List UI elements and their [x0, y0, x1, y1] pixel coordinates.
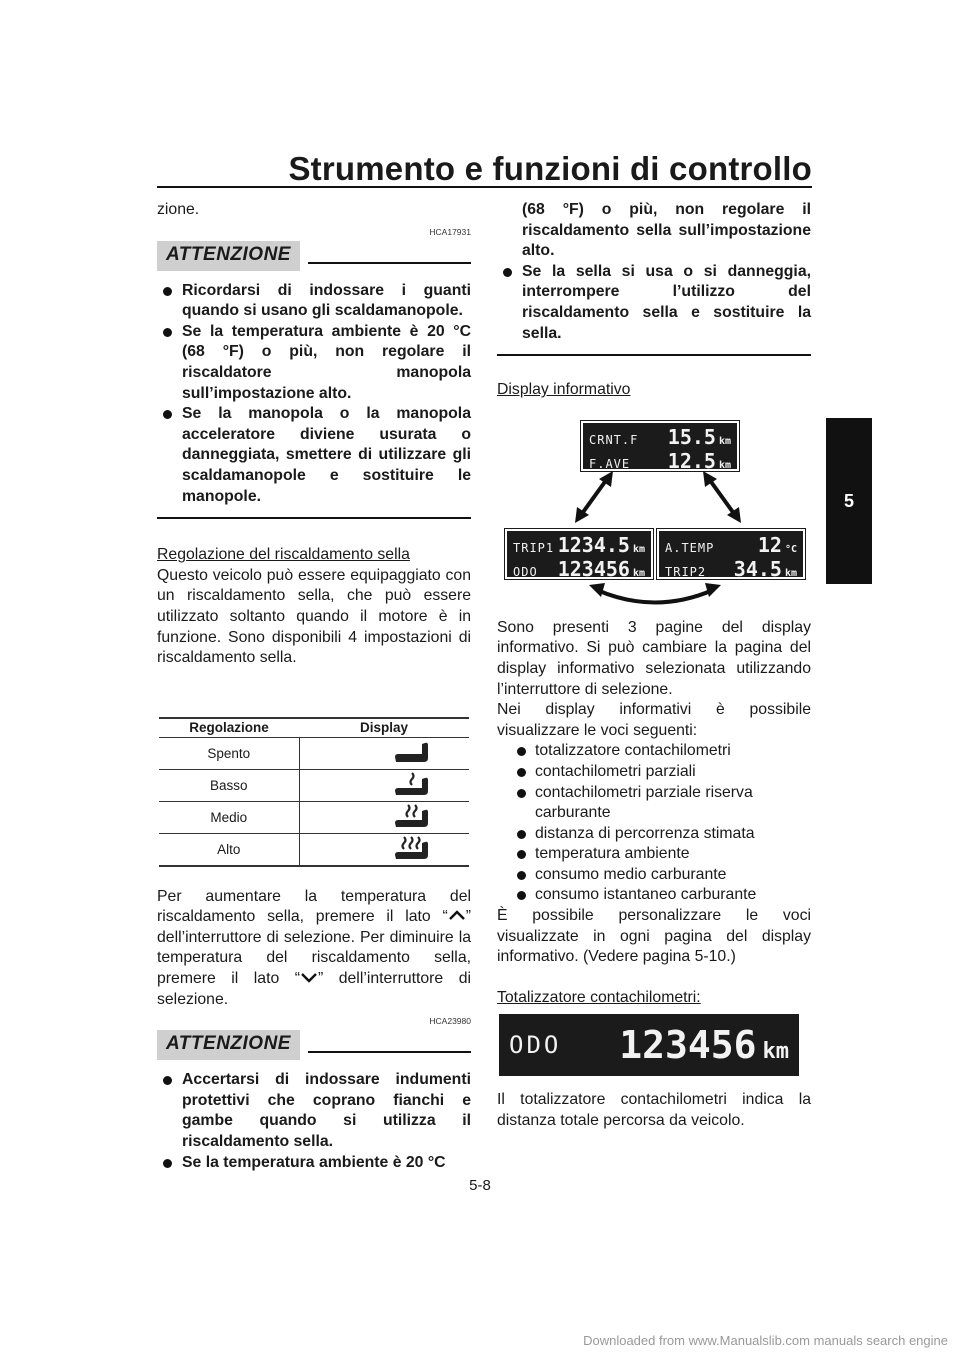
table-header: Display: [299, 716, 469, 738]
attention-box: ATTENZIONE: [157, 240, 471, 271]
table-row: Basso: [159, 769, 469, 802]
divider: [307, 1051, 471, 1054]
cycle-arrows: [575, 470, 741, 605]
screen-label: ODO: [509, 1031, 562, 1060]
chevron-down-icon: [301, 973, 317, 983]
table-cell: Spento: [159, 737, 300, 770]
screen-value: 123456: [557, 556, 630, 581]
section-heading: Display informativo: [497, 381, 631, 399]
screen-unit: km: [718, 459, 731, 471]
list-item: Se la sella si usa o si danneggia, inter…: [497, 262, 811, 344]
list-item: Ricordarsi di indossare i guanti quando …: [157, 281, 471, 322]
table-cell: [298, 801, 469, 834]
list-item: contachilometri parziale riserva carbura…: [497, 783, 811, 824]
list-item: consumo medio carburante: [497, 865, 811, 886]
screen-value: 1234.5: [557, 532, 630, 557]
display-items-list: totalizzatore contachilometri contachilo…: [497, 741, 811, 906]
screen-label: ODO: [513, 564, 538, 579]
table-cell: [298, 769, 469, 802]
screen-unit: km: [632, 543, 645, 555]
screen-label: TRIP2: [665, 564, 707, 579]
table-header: Regolazione: [159, 716, 300, 738]
paragraph: Per aumentare la temperatura del riscald…: [157, 887, 471, 1011]
screen-value: 15.5: [667, 424, 716, 449]
text-segment: ” dell’interruttore di selezione.: [157, 970, 471, 1008]
list-item: temperatura ambiente: [497, 844, 811, 865]
table-row: Alto: [159, 833, 469, 867]
page-number: 5-8: [469, 1177, 491, 1194]
table-cell: Basso: [159, 769, 300, 802]
left-column: zione. HCA17931 ATTENZIONE Ricordarsi di…: [157, 200, 471, 1173]
seat-heat-low-icon: [395, 772, 429, 796]
screen-unit: km: [762, 1039, 790, 1065]
list-item: consumo istantaneo carburante: [497, 885, 811, 906]
arrow-heads: [575, 470, 741, 597]
chevron-up-icon: [448, 910, 465, 921]
seat-heat-medium-icon: [395, 804, 429, 828]
list-item: Se la temperatura ambiente è 20 °C (68 °…: [157, 322, 471, 404]
paragraph: Nei display informativi è possibile visu…: [497, 701, 811, 739]
screen-value: 34.5: [733, 556, 782, 581]
screen-unit: km: [718, 435, 731, 447]
intro-text: zione.: [157, 201, 200, 218]
list-item: Se la manopola o la manopola accelerator…: [157, 404, 471, 507]
screen-label: CRNT.F: [589, 432, 639, 447]
screen-label: TRIP1: [513, 540, 555, 555]
header-rule: [157, 186, 812, 188]
section-heading: Totalizzatore contachilometri:: [497, 988, 701, 1006]
warning-code: HCA17931: [429, 226, 471, 237]
right-column: (68 °F) o più, non regolare il riscaldam…: [497, 200, 811, 1132]
table-cell: Medio: [159, 801, 300, 834]
divider: [307, 261, 471, 264]
divider: [497, 354, 811, 357]
list-item: totalizzatore contachilometri: [497, 741, 811, 762]
list-item: Accertarsi di indossare indumenti protet…: [157, 1070, 471, 1152]
page-title: Strumento e funzioni di controllo: [288, 150, 812, 187]
table-cell: Alto: [159, 833, 300, 867]
list-item: contachilometri parziali: [497, 762, 811, 783]
double-arrow-icon: [579, 476, 737, 605]
attention-label: ATTENZIONE: [157, 1030, 300, 1061]
screen-value: 123456: [619, 1023, 757, 1068]
seat-heat-off-icon: [395, 742, 429, 763]
warning-list: Se la sella si usa o si danneggia, inter…: [497, 262, 811, 344]
attention-box: ATTENZIONE: [157, 1030, 471, 1061]
text-segment: ” dell’interruttore di selezione. Per di…: [157, 908, 471, 988]
screen-label: A.TEMP: [665, 540, 715, 555]
table-row: Spento: [159, 737, 469, 770]
screen-value: 12.5: [667, 448, 716, 473]
text-segment: Per aumentare la temperatura del riscald…: [157, 887, 471, 926]
screen-unit: °C: [784, 543, 797, 555]
screen-unit: km: [784, 567, 797, 579]
warning-continuation: (68 °F) o più, non regolare il riscaldam…: [522, 201, 811, 260]
list-item: Se la temperatura ambiente è 20 °C: [157, 1153, 471, 1174]
table-cell: [298, 833, 469, 867]
paragraph: Sono presenti 3 pagine del display infor…: [497, 618, 811, 698]
paragraph: È possibile personalizzare le voci visua…: [497, 907, 811, 966]
warning-list: Accertarsi di indossare indumenti protet…: [157, 1070, 471, 1173]
seat-heat-high-icon: [395, 836, 429, 860]
table-cell: [298, 737, 469, 770]
seat-heat-table: Regolazione Display Spento Basso Medio: [159, 716, 469, 867]
table-row: Medio: [159, 801, 469, 834]
footer-text: Downloaded from www.Manualslib.com manua…: [583, 1333, 948, 1348]
paragraph: Il totalizzatore contachilometri indica …: [497, 1091, 811, 1130]
screen-label: F.AVE: [589, 456, 631, 471]
paragraph: Questo veicolo può essere equipaggiato c…: [157, 566, 471, 667]
section-heading: Regolazione del riscaldamento sella: [157, 546, 410, 564]
screen-value: 12: [757, 532, 782, 557]
chapter-tab: 5: [826, 418, 872, 584]
list-item: distanza di percorrenza stimata: [497, 824, 811, 845]
attention-label: ATTENZIONE: [157, 240, 300, 271]
warning-list: Ricordarsi di indossare i guanti quando …: [157, 281, 471, 508]
screen-unit: km: [632, 567, 645, 579]
divider: [157, 517, 471, 520]
warning-code: HCA23980: [429, 1016, 471, 1027]
